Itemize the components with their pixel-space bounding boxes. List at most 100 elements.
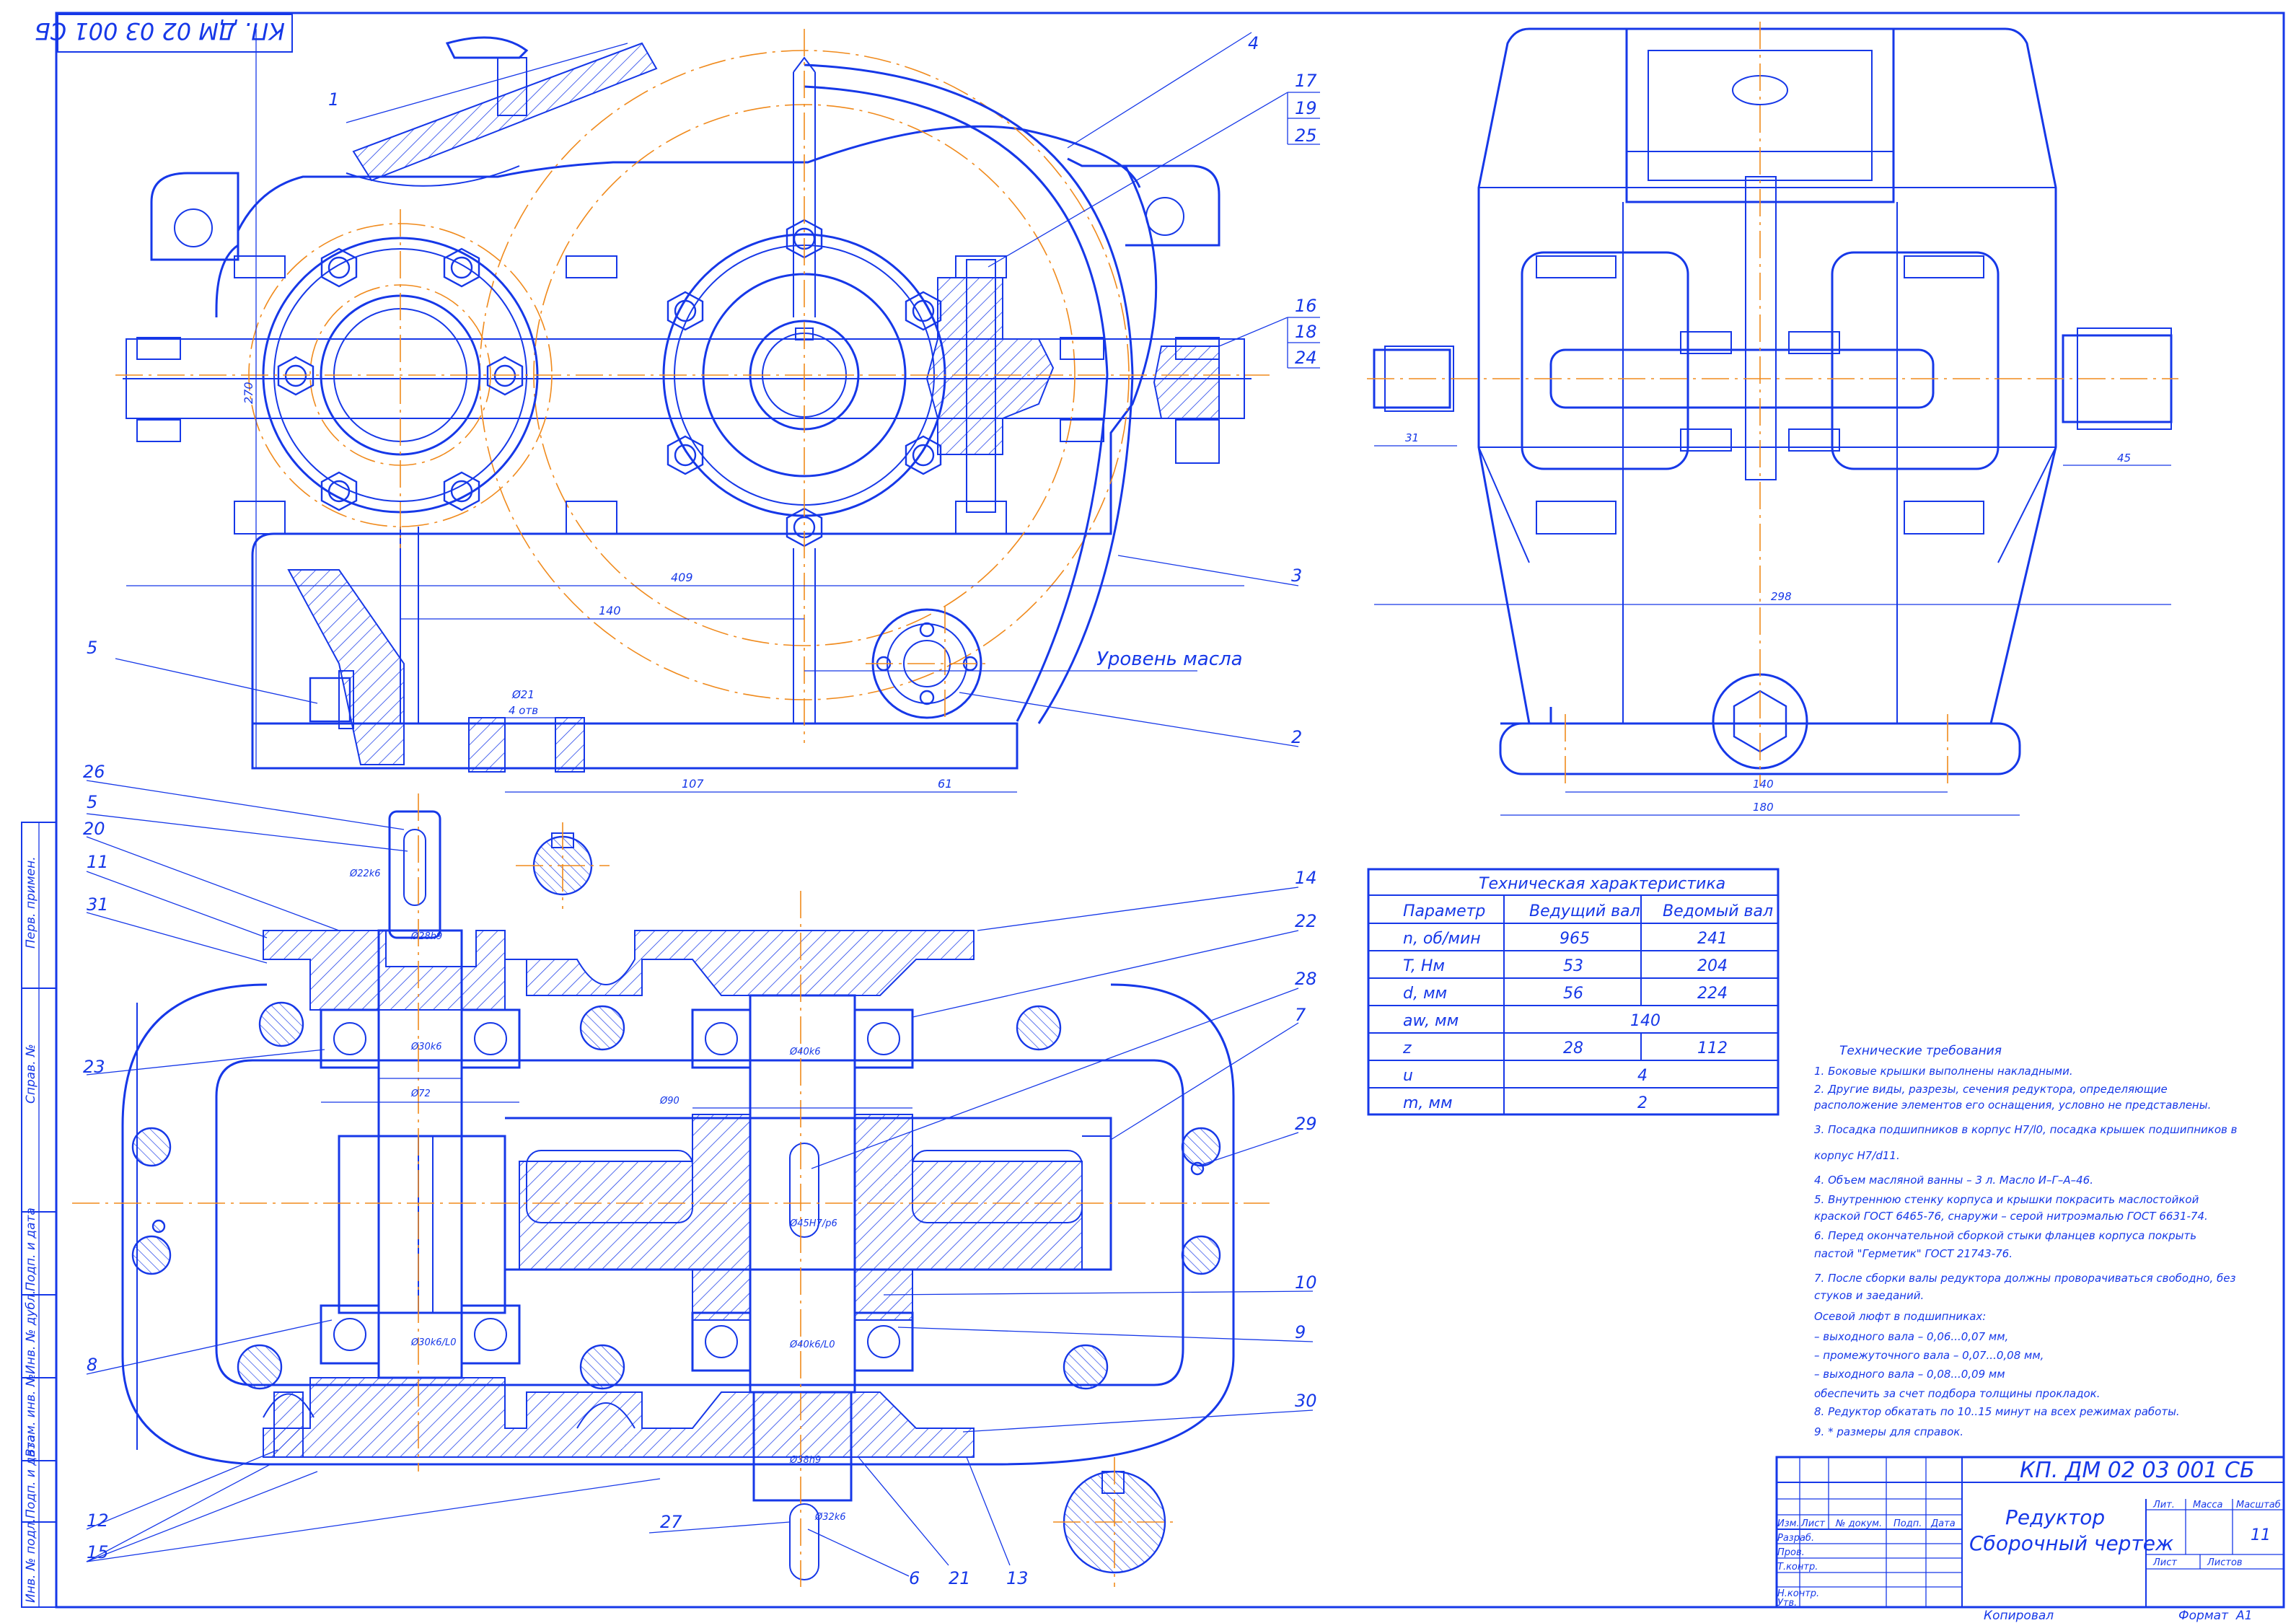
dim-front-d21: Ø21 (511, 688, 535, 701)
dim-plan-d90: Ø90 (659, 1096, 679, 1107)
req-line-17: обеспечить за счет подбора толщины прокл… (1814, 1387, 2100, 1400)
title-line-1: Редуктор (2005, 1505, 2105, 1529)
callout-plan-27: 27 (660, 1512, 682, 1532)
format-label: Формат (2178, 1609, 2229, 1623)
sheet-number: 11 (2251, 1526, 2271, 1544)
req-line-16: – выходного вала – 0,08...0,09 мм (1814, 1368, 2005, 1381)
callout-front-24: 24 (1295, 348, 1317, 368)
footer: Копировал Формат А1 (1984, 1609, 2252, 1623)
tb-col-doc: № докум. (1835, 1518, 1882, 1529)
copied-by: Копировал (1984, 1609, 2054, 1623)
dim-plan-d30k6: Ø30k6 (410, 1042, 442, 1052)
spec-r1-c0: T, Нм (1403, 957, 1445, 975)
spec-r2-c2: 224 (1697, 985, 1728, 1003)
callout-plan-29: 29 (1295, 1114, 1317, 1134)
dim-plan-d40k6: Ø40k6 (789, 1047, 821, 1057)
req-line-2: 2. Другие виды, разрезы, сечения редукто… (1814, 1083, 2168, 1096)
rotated-doc-code-box: КП. ДМ 02 03 001 СБ (35, 14, 293, 53)
spec-r5-c1: 4 (1637, 1067, 1648, 1085)
sheet-frame (21, 12, 2285, 1609)
callout-plan-20: 20 (83, 819, 105, 839)
req-line-6: 4. Объем масляной ванны – 3 л. Масло И–Г… (1814, 1174, 2093, 1187)
tb-col-date: Дата (1930, 1518, 1956, 1529)
dim-front-270: 270 (242, 382, 255, 404)
spec-r0-c1: 965 (1560, 930, 1590, 948)
tb-col-list: Лист (1800, 1518, 1825, 1529)
req-line-7: 5. Внутреннюю стенку корпуса и крышки по… (1814, 1193, 2199, 1206)
dim-plan-d38h9: Ø38h9 (789, 1455, 821, 1466)
spec-title: Техническая характеристика (1479, 875, 1725, 893)
req-line-13: Осевой люфт в подшипниках: (1814, 1310, 1986, 1323)
callout-plan-26: 26 (83, 762, 105, 782)
plan-callouts: 26 5 20 11 31 23 8 12 15 14 22 28 7 29 1… (83, 762, 1317, 1588)
side-margin-labels: Перв. примен. Справ. № Подп. и дата Инв.… (24, 856, 38, 1603)
callout-front-17: 17 (1295, 71, 1317, 91)
callout-plan-12: 12 (87, 1510, 109, 1531)
spec-r4-c0: z (1402, 1039, 1412, 1057)
callout-plan-7: 7 (1295, 1005, 1306, 1025)
dim-front-61: 61 (938, 777, 952, 791)
dim-side-31: 31 (1405, 431, 1419, 444)
tb-row-razrab: Разраб. (1777, 1533, 1814, 1544)
req-line-11: 7. После сборки валы редуктора должны пр… (1814, 1272, 2235, 1285)
callout-front-25: 25 (1295, 126, 1317, 146)
req-line-8: краской ГОСТ 6465-76, снаружи – серой ни… (1814, 1210, 2208, 1223)
callout-front-18: 18 (1295, 322, 1317, 342)
callout-plan-15: 15 (87, 1542, 109, 1562)
req-line-15: – промежуточного вала – 0,07...0,08 мм, (1814, 1349, 2044, 1362)
dim-plan-d40k6-l0: Ø40k6/L0 (789, 1340, 835, 1350)
callout-plan-8: 8 (87, 1355, 97, 1375)
dim-front-107: 107 (682, 777, 704, 791)
callout-front-3: 3 (1291, 566, 1302, 586)
callout-front-16: 16 (1295, 296, 1317, 316)
format-value: А1 (2235, 1609, 2252, 1623)
dim-front-4holes: 4 отв (509, 704, 538, 717)
spec-r2-c0: d, мм (1403, 985, 1447, 1003)
req-line-1: 1. Боковые крышки выполнены накладными. (1814, 1065, 2073, 1078)
spec-r3-c1: 140 (1630, 1012, 1661, 1030)
req-line-19: 9. * размеры для справок. (1814, 1425, 1963, 1438)
dim-plan-d22k6: Ø22k6 (349, 868, 381, 879)
callout-plan-13: 13 (1006, 1568, 1029, 1588)
dim-plan-d32k6: Ø32k6 (814, 1512, 846, 1523)
margin-cell-6: Подп. и дата (24, 1435, 38, 1518)
margin-cell-2: Справ. № (24, 1044, 38, 1104)
side-view: 31 45 298 140 180 (1367, 22, 2178, 816)
callout-front-5: 5 (87, 638, 97, 658)
req-line-3: расположение элементов его оснащения, ус… (1813, 1099, 2211, 1112)
margin-cell-5: Взам. инв. № (24, 1374, 38, 1457)
tb-col-sign: Подп. (1893, 1518, 1922, 1529)
tb-row-prov: Пров. (1777, 1547, 1805, 1558)
rotated-doc-code: КП. ДМ 02 03 001 СБ (35, 17, 285, 45)
req-line-9: 6. Перед окончательной сборкой стыки фла… (1814, 1229, 2196, 1242)
margin-cell-1: Перв. примен. (24, 856, 38, 949)
tb-row-utv: Утв. (1777, 1598, 1797, 1609)
req-line-10: пастой "Герметик" ГОСТ 21743-76. (1814, 1247, 2013, 1260)
callout-plan-5: 5 (87, 792, 97, 812)
spec-r0-c0: n, об/мин (1403, 930, 1481, 948)
callout-plan-30: 30 (1295, 1391, 1317, 1411)
tb-lit: Лит. (2152, 1500, 2175, 1510)
callout-plan-31: 31 (87, 894, 109, 915)
callout-front-4: 4 (1248, 33, 1259, 53)
spec-r1-c1: 53 (1563, 957, 1583, 975)
req-line-5: корпус H7/d11. (1814, 1149, 1900, 1162)
tb-row-nkontr: Н.контр. (1777, 1588, 1819, 1599)
front-callouts: 1 4 17 19 25 16 18 24 3 5 2 (87, 32, 1320, 747)
spec-r6-c0: m, мм (1403, 1094, 1453, 1112)
dim-front-409: 409 (671, 571, 693, 584)
callout-plan-28: 28 (1295, 969, 1317, 989)
callout-plan-22: 22 (1295, 911, 1317, 931)
req-line-12: стуков и заеданий. (1814, 1289, 1924, 1302)
dim-side-298: 298 (1771, 590, 1792, 603)
spec-r2-c1: 56 (1563, 985, 1583, 1003)
dim-front-140: 140 (599, 604, 621, 617)
callout-plan-6: 6 (909, 1568, 920, 1588)
tb-sheets: Листов (2207, 1557, 2243, 1568)
req-line-18: 8. Редуктор обкатать по 10..15 минут на … (1814, 1405, 2180, 1418)
margin-cell-3: Подп. и дата (24, 1208, 38, 1291)
plan-view: Ø22k6 Ø28h9 Ø30k6 Ø72 Ø90 Ø40k6 Ø45H7/p6… (72, 793, 1270, 1587)
dim-plan-d30k6-l0: Ø30k6/L0 (410, 1337, 456, 1348)
dim-side-45: 45 (2117, 452, 2131, 465)
